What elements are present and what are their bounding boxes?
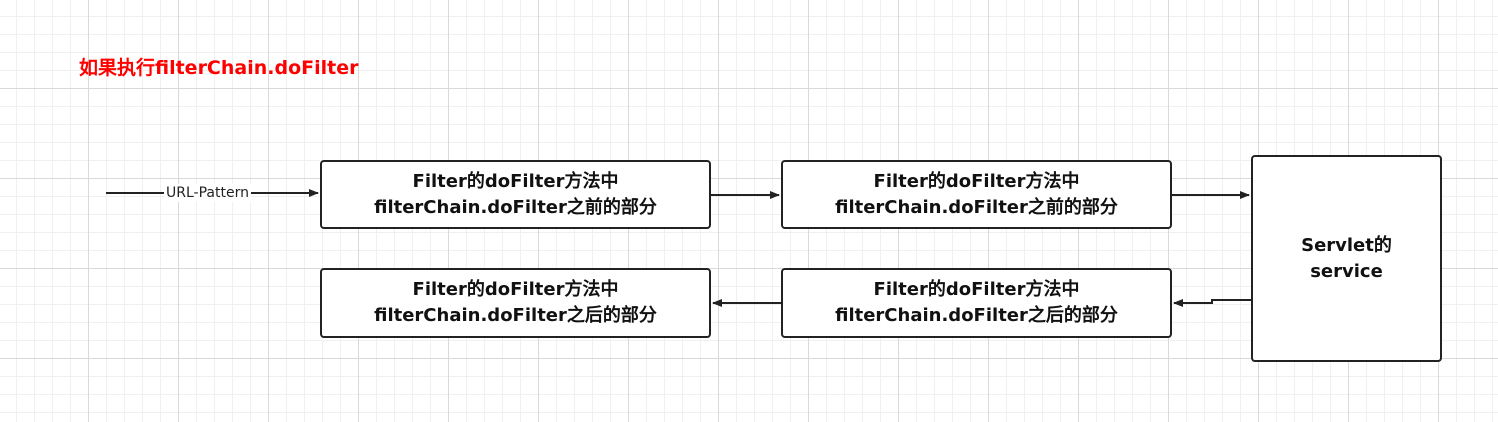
filter2-before-line2: filterChain.doFilter之前的部分 [835,196,1118,218]
filter2-before-line1: Filter的doFilter方法中 [873,170,1080,192]
filter1-after-box[interactable]: Filter的doFilter方法中 filterChain.doFilter之… [320,268,711,338]
diagram-title: 如果执行filterChain.doFilter [79,57,359,79]
url-pattern-label: URL-Pattern [164,184,251,202]
servlet-line1: Servlet的 [1301,234,1392,256]
filter2-after-line1: Filter的doFilter方法中 [873,279,1080,300]
filter2-after-line2: filterChain.doFilter之后的部分 [835,305,1118,326]
servlet-line2: service [1310,260,1383,282]
filter1-before-line1: Filter的doFilter方法中 [412,170,619,192]
filter2-after-box[interactable]: Filter的doFilter方法中 filterChain.doFilter之… [781,268,1172,338]
filter1-after-line1: Filter的doFilter方法中 [412,279,619,300]
arrow-servlet-to-filter2-after [1173,299,1251,307]
filter1-after-line2: filterChain.doFilter之后的部分 [374,305,657,326]
servlet-service-box[interactable]: Servlet的 service [1251,155,1442,362]
filter1-before-line2: filterChain.doFilter之前的部分 [374,196,657,218]
filter1-before-box[interactable]: Filter的doFilter方法中 filterChain.doFilter之… [320,160,711,229]
filter2-before-box[interactable]: Filter的doFilter方法中 filterChain.doFilter之… [781,160,1172,229]
